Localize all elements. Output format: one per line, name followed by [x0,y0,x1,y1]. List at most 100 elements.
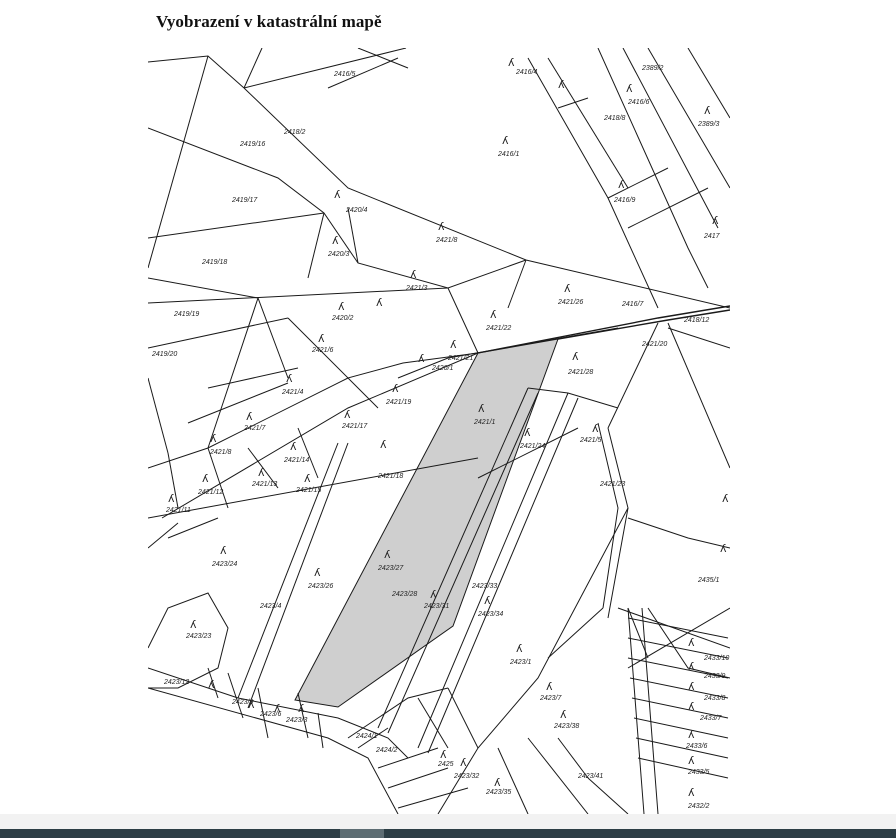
parcel-label: 2433/6 [685,743,708,750]
svg-text:ʎ: ʎ [384,548,391,561]
svg-text:ʎ: ʎ [332,234,339,247]
parcel-label: 2433/8 [703,695,726,702]
parcel-label: 2423/34 [477,611,503,618]
svg-text:ʎ: ʎ [430,588,437,601]
parcel-label: 2423/4 [259,603,282,610]
parcel-label: 2389/2 [641,65,664,72]
svg-text:ʎ: ʎ [558,78,565,91]
svg-text:ʎ: ʎ [688,636,695,649]
svg-text:ʎ: ʎ [274,702,281,715]
cadastral-map[interactable]: 2416/5 2416/4 2416/6 2389/2 2389/3 2416/… [148,48,730,814]
svg-text:ʎ: ʎ [704,104,711,117]
parcel-label: 2416/9 [613,197,636,204]
parcel-label: 2416/4 [515,69,538,76]
parcel-boundaries [148,48,730,814]
svg-text:ʎ: ʎ [410,268,417,281]
svg-text:ʎ: ʎ [722,492,729,505]
svg-text:ʎ: ʎ [546,680,553,693]
parcel-label: 2435/1 [697,577,720,584]
parcel-label: 2421/26 [557,299,583,306]
svg-text:ʎ: ʎ [460,756,467,769]
parcel-label: 2423/35 [485,789,511,796]
svg-text:ʎ: ʎ [516,642,523,655]
parcel-label: 2421/8 [209,449,232,456]
parcel-label: 2421/4 [281,389,304,396]
taskbar-button[interactable] [340,829,384,838]
svg-text:ʎ: ʎ [438,220,445,233]
parcel-label: 2423/7 [539,695,563,702]
parcel-label: 2424/1 [355,733,378,740]
parcel-label: 2421/17 [341,423,368,430]
svg-text:ʎ: ʎ [484,594,491,607]
svg-text:ʎ: ʎ [376,296,383,309]
svg-text:ʎ: ʎ [688,660,695,673]
parcel-label: 2420/4 [345,207,368,214]
svg-text:ʎ: ʎ [478,402,485,415]
parcel-label: 2423/1 [509,659,532,666]
svg-text:ʎ: ʎ [380,438,387,451]
svg-text:ʎ: ʎ [490,308,497,321]
parcel-label: 2424/2 [375,747,398,754]
parcel-label: 2423/3 [285,717,308,724]
parcel-label: 2418/12 [683,317,709,324]
parcel-label: 2421/1 [473,419,496,426]
svg-text:ʎ: ʎ [344,408,351,421]
parcel-label: 2423/33 [471,583,497,590]
svg-text:ʎ: ʎ [502,134,509,147]
svg-text:ʎ: ʎ [712,214,719,227]
parcel-label: 2421/5 [579,437,602,444]
parcel-label: 2421/20 [641,341,667,348]
svg-text:ʎ: ʎ [720,542,727,555]
parcel-label: 2416/6 [627,99,650,106]
svg-text:ʎ: ʎ [202,472,209,485]
svg-text:ʎ: ʎ [304,472,311,485]
parcel-label: 2423/12 [163,679,189,686]
svg-text:ʎ: ʎ [298,702,305,715]
parcel-label: 2421/14 [283,457,309,464]
parcel-label: 2418/2 [283,129,306,136]
page-title: Vyobrazení v katastrální mapě [156,12,382,31]
parcel-label: 2423/32 [453,773,479,780]
parcel-label: 2421/24 [519,443,545,450]
parcel-label: 2419/20 [151,351,177,358]
svg-text:ʎ: ʎ [564,282,571,295]
svg-text:ʎ: ʎ [688,786,695,799]
svg-text:ʎ: ʎ [246,410,253,423]
parcel-label: 2425 [437,761,454,768]
svg-text:ʎ: ʎ [494,776,501,789]
parcel-label: 2423/27 [377,565,404,572]
parcel-label: 2419/19 [173,311,199,318]
parcel-label: 2423/9 [231,699,254,706]
parcel-label: 2419/16 [239,141,265,148]
parcel-label: 2389/3 [697,121,720,128]
svg-text:ʎ: ʎ [508,56,515,69]
parcel-label: 2423/26 [307,583,333,590]
svg-text:ʎ: ʎ [220,544,227,557]
parcel-label: 2423/24 [211,561,237,568]
parcel-label: 2421/15 [295,487,321,494]
parcel-label: 2421/28 [567,369,593,376]
svg-text:ʎ: ʎ [524,426,531,439]
parcel-label: 2421/23 [599,481,625,488]
svg-text:ʎ: ʎ [688,680,695,693]
svg-text:ʎ: ʎ [190,618,197,631]
parcel-label: 2420/1 [431,365,454,372]
taskbar [0,829,896,838]
svg-text:ʎ: ʎ [688,754,695,767]
svg-text:ʎ: ʎ [248,698,255,711]
svg-text:ʎ: ʎ [618,178,625,191]
parcel-symbols: ʎ ʎ ʎ ʎ ʎ ʎ ʎ ʎ ʎ ʎ ʎ ʎ ʎ ʎ ʎ ʎ ʎ ʎ ʎ ʎ … [168,56,729,799]
parcel-label: 2421/18 [377,473,403,480]
parcel-label: 2423/23 [185,633,211,640]
parcel-label: 2419/18 [201,259,227,266]
parcel-label: 2417 [703,233,721,240]
svg-text:ʎ: ʎ [688,728,695,741]
parcel-label: 2423/6 [259,711,282,718]
parcel-label: 2421/21 [447,355,473,362]
svg-text:ʎ: ʎ [592,422,599,435]
parcel-label: 2420/3 [327,251,350,258]
parcel-label: 2433/10 [703,655,729,662]
parcel-label: 2421/3 [405,285,428,292]
parcel-label: 2432/2 [687,803,710,810]
svg-text:ʎ: ʎ [290,440,297,453]
